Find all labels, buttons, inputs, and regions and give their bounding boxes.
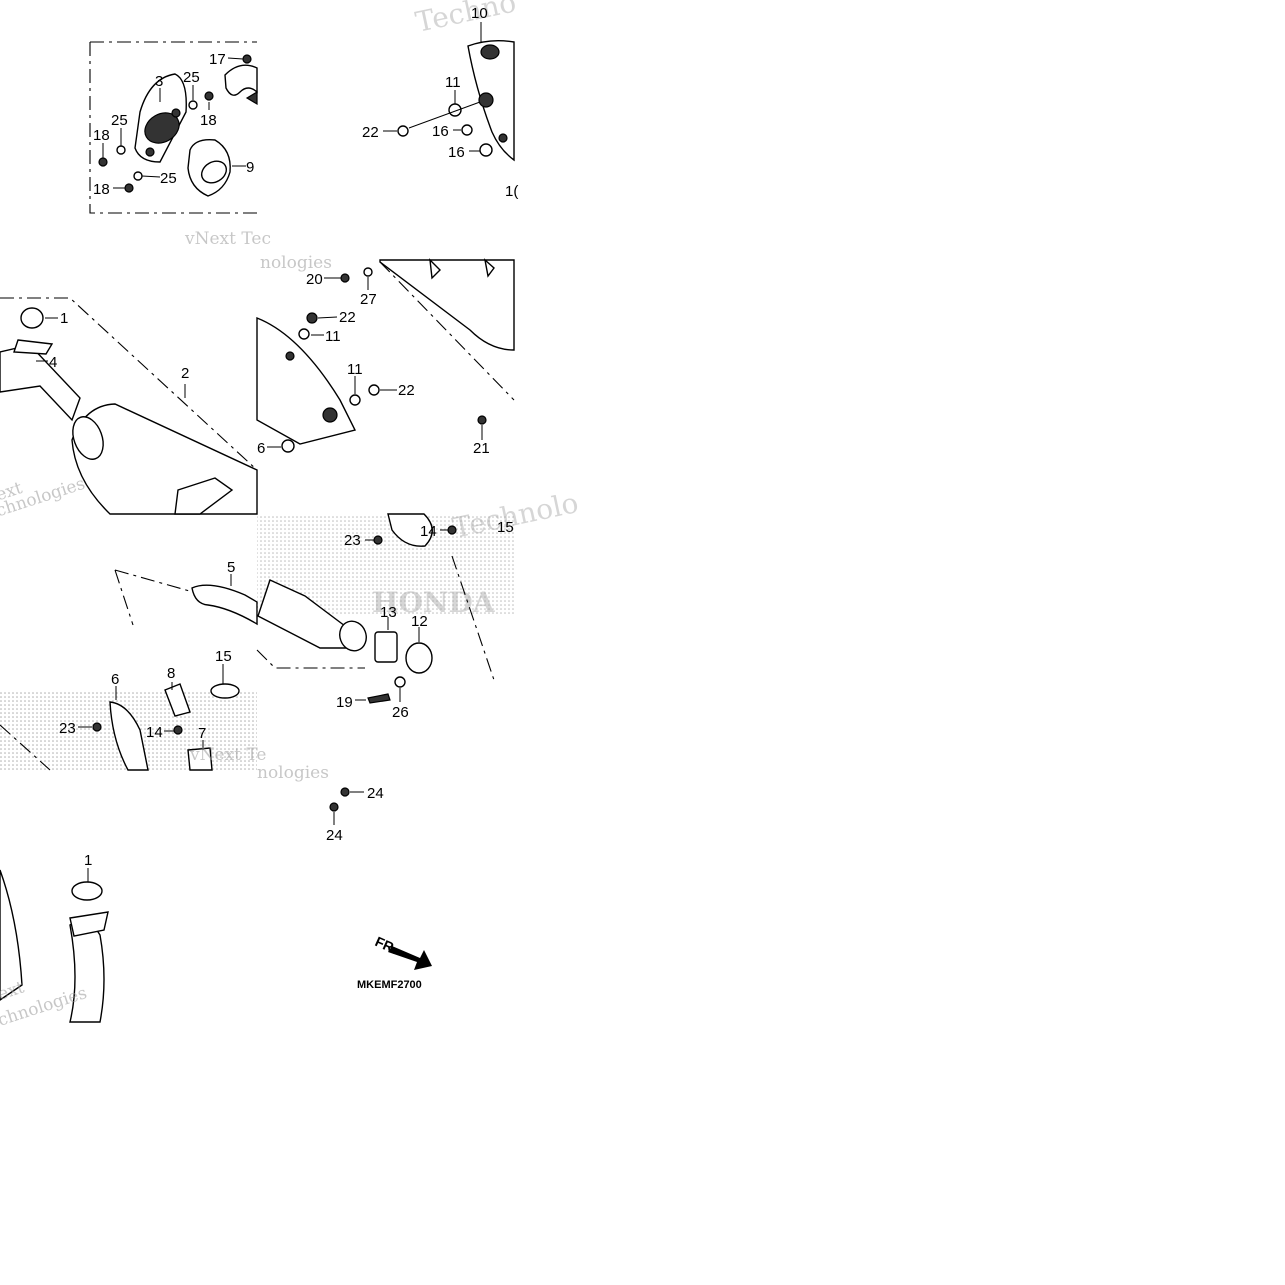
callout-7: 7: [198, 725, 206, 742]
callout-3: 3: [155, 73, 163, 90]
pipe-part: [0, 344, 81, 422]
front-arrow: FR.: [373, 933, 432, 970]
callout-23: 23: [344, 532, 361, 549]
callout-13: 13: [380, 604, 397, 621]
diagram-code: MKEMF2700: [357, 979, 422, 991]
callout-11: 11: [347, 361, 363, 378]
callout-20: 20: [306, 271, 323, 288]
callout-17: 17: [209, 51, 226, 68]
callout-8: 8: [167, 665, 175, 682]
callout-6: 6: [257, 440, 265, 457]
gasket-part: [20, 307, 44, 329]
callout-15: 15: [497, 519, 514, 536]
watermark: vNext Tec: [184, 229, 271, 249]
callout-4: 4: [49, 354, 57, 371]
callout-16: 16: [448, 144, 465, 161]
watermark: Technolo: [450, 486, 582, 545]
callout-27: 27: [360, 291, 377, 308]
protector-plate-part: [109, 701, 149, 771]
watermark: vNext Te: [189, 745, 266, 765]
callout-12: 12: [411, 613, 428, 630]
band-part: [405, 642, 433, 674]
tile-muffler: ext chnologies: [0, 297, 258, 521]
tile-nuts: nologies: [257, 763, 364, 825]
tile-exhaust-pipe: ext chnologies: [0, 868, 109, 1031]
tile-heat-shield: Techno: [383, 0, 519, 162]
watermark: nologies: [257, 763, 329, 783]
watermark: Techno: [413, 0, 519, 39]
callout-22: 22: [339, 309, 356, 326]
callout-1: 1: [60, 310, 68, 327]
callout-26: 26: [392, 704, 409, 721]
callout-22: 22: [398, 382, 415, 399]
callout-25: 25: [183, 69, 200, 86]
collar-part: [374, 631, 398, 663]
callout-24: 24: [326, 827, 343, 844]
callout-6: 6: [111, 671, 119, 688]
callout-5: 5: [227, 559, 235, 576]
hose-part: [224, 64, 258, 96]
callout-22: 22: [362, 124, 379, 141]
callout-24: 24: [367, 785, 384, 802]
exhaust-pipe-part: [69, 921, 105, 1023]
tile-joint-clamp: HONDA Technolo: [256, 486, 582, 704]
callout-18: 18: [93, 127, 110, 144]
watermark: nologies: [260, 253, 332, 273]
callout-25: 25: [111, 112, 128, 129]
callout-16: 16: [432, 123, 449, 140]
callout-1x: 1(: [505, 183, 518, 200]
callout-15: 15: [215, 648, 232, 665]
callout-21: 21: [473, 440, 490, 457]
callout-14: 14: [146, 724, 163, 741]
arrow-right-icon: [388, 946, 432, 970]
callout-18: 18: [93, 181, 110, 198]
callout-11: 11: [445, 74, 461, 91]
mid-pipe-part: [191, 584, 258, 626]
callout-11: 11: [325, 328, 341, 345]
callout-2: 2: [181, 365, 189, 382]
callout-23: 23: [59, 720, 76, 737]
tile-end-cap: vNext Tec: [89, 41, 271, 249]
callout-25: 25: [160, 170, 177, 187]
tile-mid-pipe: vNext Te: [0, 569, 266, 771]
callout-10: 10: [471, 5, 488, 22]
muffler-part: [71, 403, 258, 515]
callout-19: 19: [336, 694, 353, 711]
honda-logo: HONDA: [372, 586, 496, 619]
callout-9: 9: [246, 159, 254, 176]
callouts: 17 3 25 18 25 18 9 25 18 10 11 22 16 16 …: [49, 5, 518, 869]
callout-1: 1: [84, 852, 92, 869]
callout-14: 14: [420, 523, 437, 540]
callout-18: 18: [200, 112, 217, 129]
tile-shield-bolts: nologies: [256, 253, 515, 453]
